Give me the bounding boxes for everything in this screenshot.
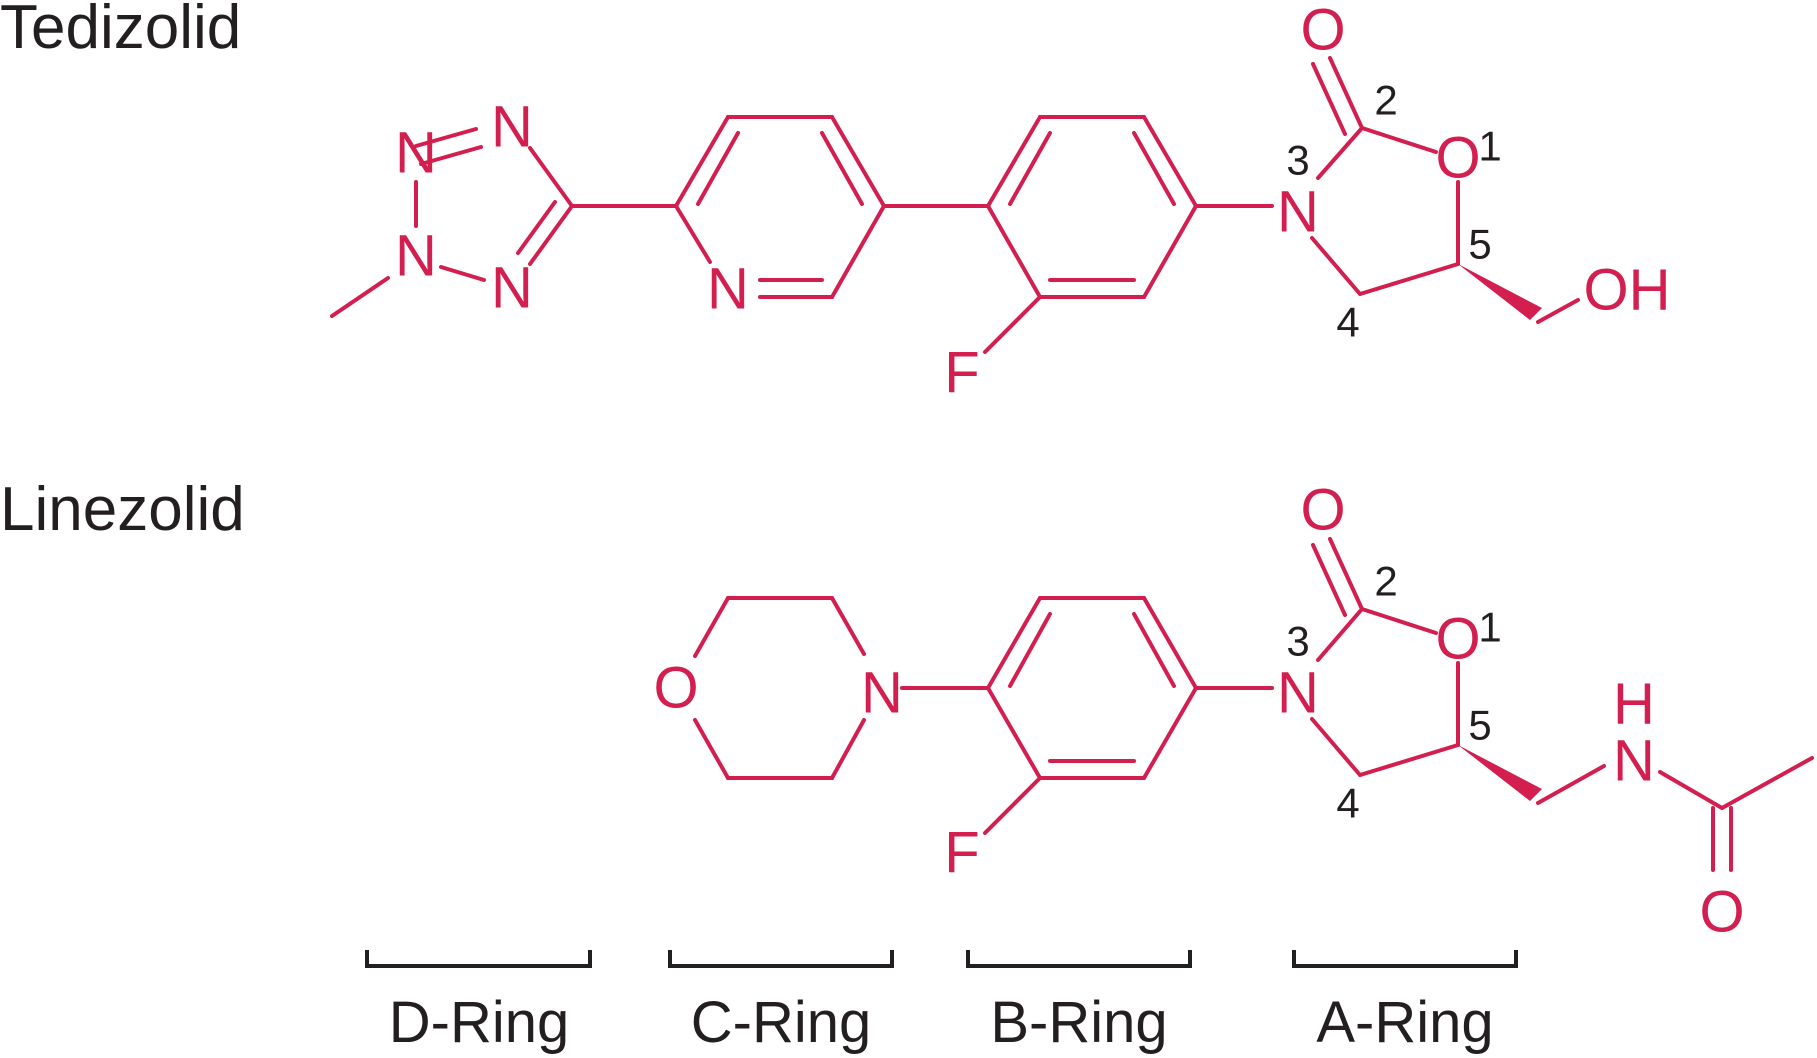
- atom-label: O: [1300, 478, 1345, 543]
- tedizolid-title: Tedizolid: [0, 0, 241, 62]
- ring-brackets: [365, 950, 1518, 968]
- atom-label: N: [491, 256, 533, 321]
- atom-label: O: [1300, 0, 1345, 63]
- linezolid-wedge-bond: [1458, 745, 1542, 801]
- position-number: 4: [1336, 780, 1359, 827]
- atom-label: N: [491, 95, 533, 160]
- position-number: 2: [1374, 77, 1397, 124]
- atom-label: H: [1613, 672, 1655, 737]
- linezolid-position-numbers: 1 2 3 4 5: [1286, 558, 1501, 827]
- tedizolid-position-numbers: 1 2 3 4 5: [1286, 77, 1501, 346]
- d-ring-bracket: [365, 950, 592, 968]
- atom-label: O: [1435, 607, 1480, 672]
- position-number: 4: [1336, 299, 1359, 346]
- position-number: 3: [1286, 618, 1309, 665]
- position-number: 2: [1374, 558, 1397, 605]
- tedizolid-atoms: N N N N N F N O O OH: [395, 0, 1670, 406]
- position-number: 3: [1286, 137, 1309, 184]
- position-number: 5: [1468, 702, 1491, 749]
- atom-label: OH: [1584, 258, 1671, 323]
- position-number: 5: [1468, 221, 1491, 268]
- atom-label: N: [1613, 729, 1655, 794]
- tedizolid-bonds: [330, 56, 1580, 354]
- linezolid-title: Linezolid: [0, 475, 245, 544]
- d-ring-label: D-Ring: [389, 990, 570, 1055]
- atom-label: F: [944, 341, 979, 406]
- b-ring-bracket: [966, 950, 1192, 968]
- b-ring-label: B-Ring: [990, 990, 1167, 1055]
- a-ring-bracket: [1292, 950, 1518, 968]
- tedizolid-wedge-bond: [1458, 264, 1542, 320]
- atom-label: O: [1699, 880, 1744, 945]
- atom-label: F: [944, 821, 979, 886]
- atom-label: N: [707, 257, 749, 322]
- atom-label: N: [1277, 180, 1319, 245]
- atom-label: O: [653, 656, 698, 721]
- linezolid-atoms: O N F N O O H N O: [653, 478, 1744, 945]
- position-number: 1: [1478, 604, 1501, 651]
- linezolid-bonds: [693, 537, 1814, 872]
- atom-label: N: [1277, 661, 1319, 726]
- atom-label: O: [1435, 126, 1480, 191]
- atom-label: N: [395, 224, 437, 289]
- atom-label: N: [395, 121, 437, 186]
- atom-label: N: [861, 661, 903, 726]
- c-ring-bracket: [668, 950, 894, 968]
- c-ring-label: C-Ring: [691, 990, 872, 1055]
- a-ring-label: A-Ring: [1316, 990, 1493, 1055]
- position-number: 1: [1478, 123, 1501, 170]
